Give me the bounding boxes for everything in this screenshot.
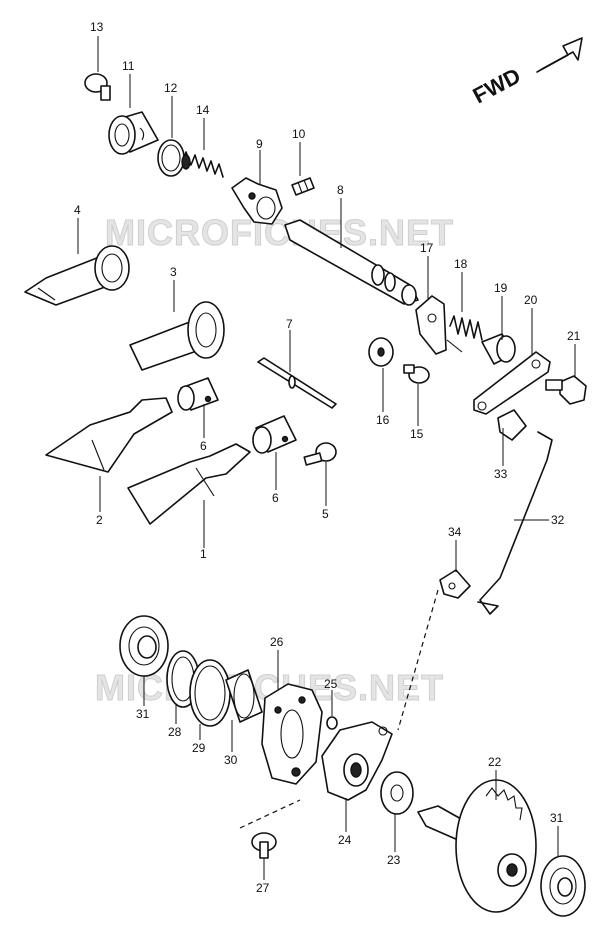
part-15-screw [403, 364, 430, 384]
part-24-cover [321, 721, 393, 801]
callout-28: 28 [168, 725, 182, 739]
callout-18: 18 [454, 257, 468, 271]
part-11-bushing [108, 111, 159, 155]
callout-2: 2 [96, 513, 103, 527]
callout-31b: 31 [550, 811, 564, 825]
part-19-bushing [481, 333, 516, 365]
part-34-clamp [439, 569, 471, 599]
callout-10: 10 [292, 127, 306, 141]
fwd-indicator: FWD [469, 37, 583, 109]
callout-15: 15 [410, 427, 424, 441]
callout-3: 3 [170, 265, 177, 279]
leader-lines [77, 36, 576, 880]
watermark-top: MICROFICHES.NET [105, 212, 454, 253]
part-32-rod [477, 431, 553, 615]
callout-19: 19 [494, 281, 508, 295]
part-6a-collar [177, 377, 219, 411]
part-5-bolt [303, 442, 337, 466]
callout-27: 27 [256, 881, 270, 895]
callout-23: 23 [387, 853, 401, 867]
part-31b-bearing [540, 855, 586, 917]
part-13-bolt [84, 73, 111, 101]
callout-14: 14 [196, 103, 210, 117]
part-26-gasket-plate [261, 683, 323, 785]
callout-6a: 6 [200, 439, 207, 453]
callout-32: 32 [551, 513, 565, 527]
part-22-gear [417, 779, 537, 913]
part-8-shaft [284, 219, 419, 306]
callout-11: 11 [122, 59, 135, 73]
part-12-o-ring [157, 139, 185, 177]
callout-8: 8 [337, 183, 344, 197]
callout-25: 25 [324, 677, 338, 691]
part-2-valve-body [45, 397, 173, 473]
part-18-spring [446, 315, 483, 353]
callout-4: 4 [74, 203, 81, 217]
part-9-lever [231, 177, 283, 225]
callout-17: 17 [420, 241, 434, 255]
part-23-washer [380, 771, 414, 815]
part-4-valve [24, 245, 130, 306]
callout-1: 1 [200, 547, 207, 561]
callout-26: 26 [270, 635, 284, 649]
part-3-valve [129, 301, 225, 371]
part-10-pin [291, 177, 315, 196]
part-7-rod [257, 357, 337, 409]
fwd-arrow-icon [536, 37, 583, 73]
part-1-valve-body [127, 443, 251, 525]
part-29-o-ring [189, 659, 231, 727]
callout-5: 5 [322, 507, 329, 521]
part-21-bolt [545, 375, 587, 405]
callout-21: 21 [567, 329, 581, 343]
part-20-plate [473, 351, 551, 415]
callout-33: 33 [494, 467, 508, 481]
callout-12: 12 [164, 81, 178, 95]
dash-line-bolt [239, 799, 301, 829]
part-25-pin [326, 716, 338, 730]
part-16-washer [368, 337, 394, 367]
callout-6b: 6 [272, 491, 279, 505]
part-31a-bearing [119, 615, 169, 677]
part-14-spring [181, 151, 224, 178]
fwd-text: FWD [469, 63, 525, 109]
callout-20: 20 [524, 293, 538, 307]
callout-31a: 31 [136, 707, 150, 721]
callout-9: 9 [256, 137, 263, 151]
callout-22: 22 [488, 755, 502, 769]
dash-line-clamp [397, 589, 439, 731]
part-27-bolt [251, 832, 277, 859]
part-30-gasket [225, 669, 263, 723]
callout-24: 24 [338, 833, 352, 847]
part-17-bracket [415, 295, 447, 355]
callout-29: 29 [192, 741, 206, 755]
callout-16: 16 [376, 413, 390, 427]
callout-30: 30 [224, 753, 238, 767]
callouts: 13 11 12 14 9 10 8 4 3 7 6 2 6 1 5 16 15… [74, 20, 581, 895]
callout-7: 7 [286, 317, 293, 331]
callout-34: 34 [448, 525, 462, 539]
part-6b-collar [252, 415, 297, 454]
part-33-clamp [497, 409, 527, 441]
callout-13: 13 [90, 20, 104, 34]
